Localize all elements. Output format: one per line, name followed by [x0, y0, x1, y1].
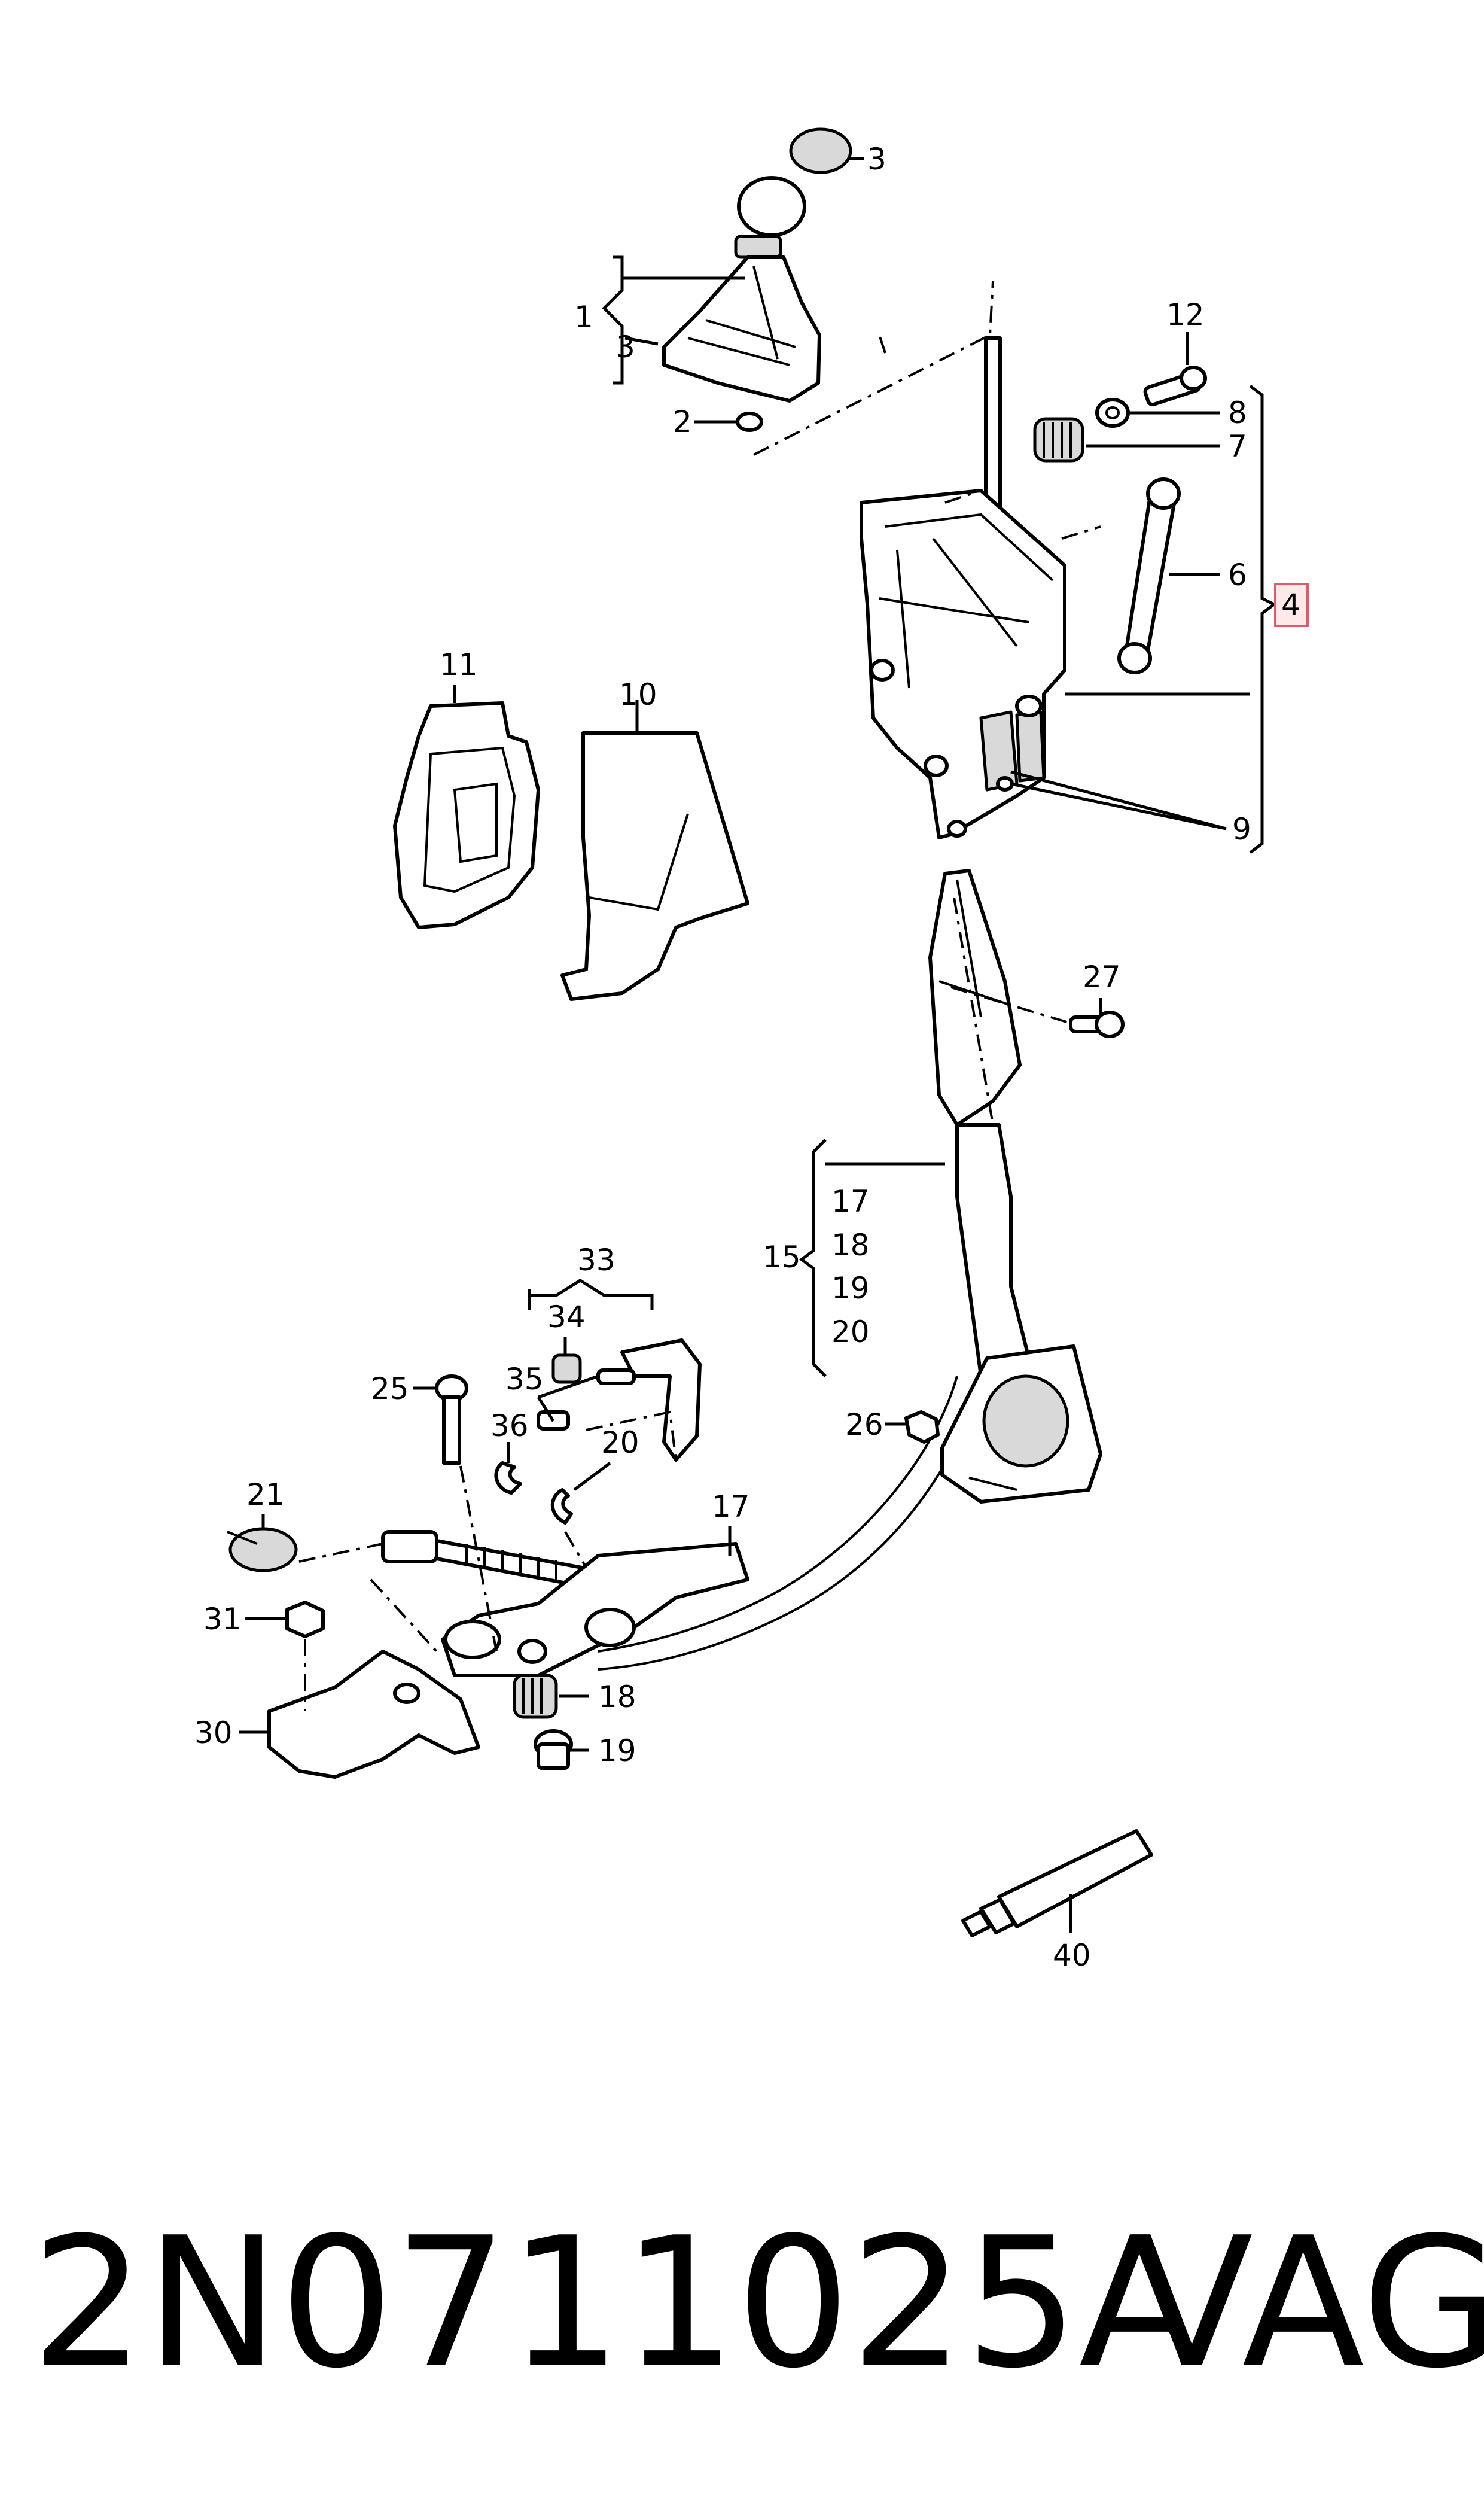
bushing-part: [1095, 398, 1130, 428]
clip-part-20: [550, 1488, 573, 1525]
assembly-line-1: [944, 489, 1101, 540]
callout-31[interactable]: 31: [203, 1602, 242, 1636]
nut-part-26: [904, 1410, 940, 1444]
callout-7[interactable]: 7: [1228, 429, 1247, 464]
cap-part-34: [551, 1353, 582, 1384]
callout-20[interactable]: 20: [601, 1425, 639, 1460]
callout-2[interactable]: 2: [673, 404, 692, 439]
shift-lever-shaft: [984, 336, 1002, 513]
callout-9[interactable]: 9: [1232, 812, 1251, 847]
callout-21[interactable]: 21: [246, 1477, 285, 1512]
bracket-part-33: [620, 1338, 702, 1462]
callout-40[interactable]: 40: [1053, 1938, 1091, 1973]
nut-part-31: [285, 1601, 325, 1638]
mount-bracket-part-30: [267, 1650, 480, 1779]
callout-15[interactable]: 15: [763, 1240, 801, 1274]
callout-17-list[interactable]: 17: [831, 1184, 870, 1219]
callout-26[interactable]: 26: [845, 1407, 883, 1442]
knurled-sleeve-part: [1033, 417, 1084, 463]
grease-tube-part-40: [961, 1829, 1153, 1937]
assembly-line-4: [298, 1543, 438, 1653]
assembly-line-2: [950, 986, 1071, 1024]
callout-6[interactable]: 6: [1228, 558, 1247, 592]
cover-part-11: [393, 701, 540, 929]
callout-34[interactable]: 34: [547, 1300, 586, 1334]
cable-bracket-part: [928, 869, 1022, 1127]
bolt-part-25: [435, 1374, 468, 1465]
clip-part-21: [227, 1527, 298, 1572]
part-number: 2N0711025A: [31, 2199, 1202, 2408]
assembly-line-7: [564, 1410, 677, 1569]
callout-18[interactable]: 18: [598, 1680, 636, 1714]
bushing-part-lower: [534, 1729, 573, 1770]
callout-8[interactable]: 8: [1228, 396, 1247, 430]
cover-part-10: [560, 731, 749, 1001]
bolt-part-35: [537, 1368, 636, 1431]
cable-plate-part: [940, 1344, 1102, 1504]
knob-shaft-connector-2: [878, 334, 886, 354]
callout-35[interactable]: 35: [505, 1362, 544, 1397]
callout-30[interactable]: 30: [194, 1715, 233, 1750]
shift-housing-part: [860, 489, 1066, 839]
selected-part-highlight[interactable]: [1274, 583, 1309, 627]
callout-33[interactable]: 33: [577, 1243, 615, 1277]
clip-part-36: [494, 1461, 522, 1495]
brand-name: VAG: [1130, 2199, 1484, 2408]
callout-11[interactable]: 11: [440, 647, 478, 682]
assembly-line-3: [953, 897, 994, 1125]
gear-knob-boot-part: [662, 127, 852, 432]
callout-36[interactable]: 36: [490, 1408, 529, 1443]
screw-part-27: [1069, 1011, 1125, 1038]
callout-3-top[interactable]: 3: [867, 142, 886, 177]
callout-20-list[interactable]: 20: [831, 1315, 870, 1349]
callout-12[interactable]: 12: [1166, 297, 1205, 332]
gear-lever-bracket-part: [441, 1542, 749, 1677]
callout-18-list[interactable]: 18: [831, 1228, 870, 1262]
callout-17[interactable]: 17: [712, 1489, 750, 1524]
screw-part-12: [1143, 366, 1207, 407]
callout-19[interactable]: 19: [598, 1733, 636, 1768]
callout-3[interactable]: 3: [616, 330, 635, 364]
callout-1[interactable]: 1: [574, 300, 593, 334]
link-strut-part: [1117, 477, 1181, 674]
assembly-line-6: [459, 1465, 498, 1652]
callout-27[interactable]: 27: [1083, 960, 1121, 994]
callout-25[interactable]: 25: [371, 1371, 409, 1406]
callout-10[interactable]: 10: [619, 677, 657, 712]
knurled-sleeve-part-lower: [513, 1674, 558, 1719]
callout-19-list[interactable]: 19: [831, 1271, 870, 1306]
callout-4[interactable]: 4: [1281, 588, 1300, 622]
